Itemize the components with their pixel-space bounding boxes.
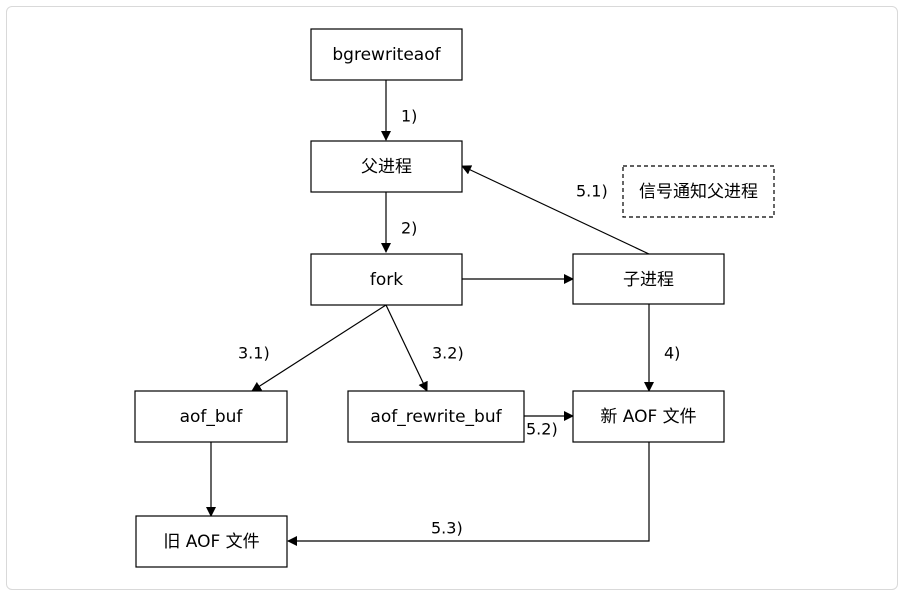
node-aof-rewrite-buf-label: aof_rewrite_buf bbox=[370, 407, 502, 427]
node-old-aof-file: 旧 AOF 文件 bbox=[135, 515, 288, 568]
edge-fork-to-aof-buf bbox=[251, 304, 387, 392]
edge-fork-to-aof-rewrite-buf bbox=[385, 304, 428, 392]
node-aof-rewrite-buf: aof_rewrite_buf bbox=[347, 390, 525, 443]
note-signal-parent-label: 信号通知父进程 bbox=[639, 182, 758, 202]
node-fork-label: fork bbox=[370, 270, 403, 290]
node-fork: fork bbox=[310, 253, 463, 306]
edge-label-5-2: 5.2) bbox=[526, 420, 558, 439]
edge-label-4: 4) bbox=[664, 344, 680, 363]
node-new-aof-file: 新 AOF 文件 bbox=[572, 390, 725, 443]
edge-label-2: 2) bbox=[401, 219, 417, 238]
node-parent-process-label: 父进程 bbox=[361, 157, 412, 177]
node-old-aof-file-label: 旧 AOF 文件 bbox=[163, 532, 259, 552]
node-aof-buf-label: aof_buf bbox=[180, 407, 244, 427]
edge-label-5-3: 5.3) bbox=[431, 519, 463, 538]
edge-label-3-1: 3.1) bbox=[238, 344, 270, 363]
edge-label-1: 1) bbox=[401, 107, 417, 126]
edge-new-aof-to-old-aof bbox=[287, 442, 650, 546]
node-parent-process: 父进程 bbox=[310, 140, 463, 193]
edge-label-3-2: 3.2) bbox=[432, 344, 464, 363]
node-bgrewriteaof: bgrewriteaof bbox=[310, 28, 463, 81]
node-new-aof-file-label: 新 AOF 文件 bbox=[600, 407, 696, 427]
edge-label-5-1: 5.1) bbox=[576, 182, 608, 201]
node-child-process-label: 子进程 bbox=[623, 270, 674, 290]
edge-child-to-parent bbox=[461, 165, 650, 255]
node-aof-buf: aof_buf bbox=[134, 390, 288, 443]
note-signal-parent: 信号通知父进程 bbox=[622, 165, 775, 218]
node-child-process: 子进程 bbox=[572, 253, 725, 305]
node-bgrewriteaof-label: bgrewriteaof bbox=[332, 45, 441, 65]
